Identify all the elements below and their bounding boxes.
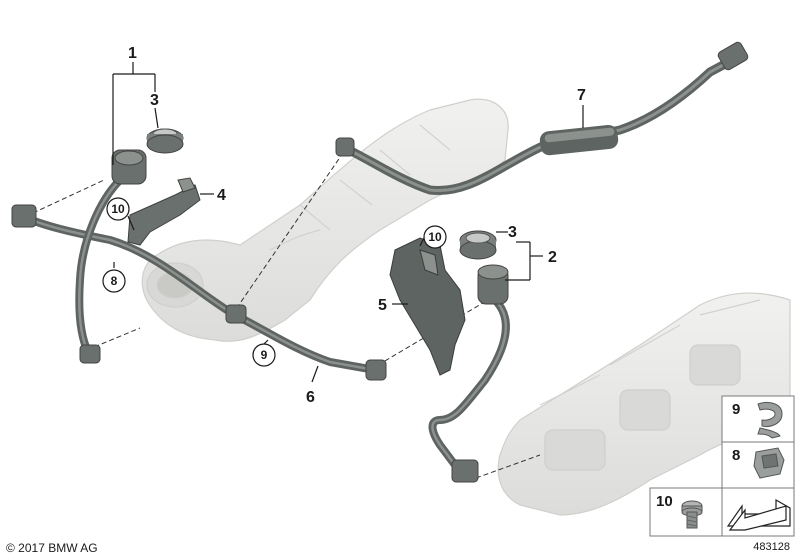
- callout-1: 1: [128, 45, 137, 62]
- inset-label-8: 8: [732, 447, 740, 464]
- bracket-part-4: [127, 177, 201, 246]
- callout-8: 8: [102, 269, 126, 293]
- callout-3-right: 3: [508, 224, 517, 241]
- diagram-number: 483128: [753, 541, 790, 553]
- callout-9: 9: [252, 343, 276, 367]
- hose-2: [428, 264, 510, 483]
- svg-text:10: 10: [111, 202, 125, 216]
- svg-text:10: 10: [428, 230, 442, 244]
- hose-clip-icon: [757, 401, 783, 439]
- inset-label-9: 9: [732, 401, 740, 418]
- callout-5: 5: [378, 297, 387, 314]
- callout-7: 7: [577, 87, 586, 104]
- hose-1: [11, 149, 387, 381]
- svg-text:9: 9: [261, 348, 268, 362]
- intake-manifold-upper: [141, 98, 509, 342]
- inset-label-10: 10: [656, 493, 673, 510]
- direction-arrow-icon: [726, 498, 791, 531]
- bracket-clip-icon: [753, 447, 785, 479]
- copyright-notice: © 2017 BMW AG: [6, 541, 98, 555]
- callout-10-left: 10: [106, 197, 130, 221]
- screw-icon: [681, 500, 703, 529]
- hose-7: [335, 41, 749, 196]
- callout-3-left: 3: [150, 92, 159, 109]
- intake-manifold-lower: [497, 292, 791, 516]
- bracket-part-5: [389, 237, 466, 376]
- ring-part-3-right: [459, 230, 497, 260]
- callout-6: 6: [306, 389, 315, 406]
- ring-part-3-left: [146, 128, 184, 154]
- callout-2: 2: [548, 249, 557, 266]
- callout-bracket-lines: [112, 62, 584, 383]
- callout-10-right: 10: [423, 225, 447, 249]
- svg-text:8: 8: [111, 274, 118, 288]
- callout-4: 4: [217, 187, 226, 204]
